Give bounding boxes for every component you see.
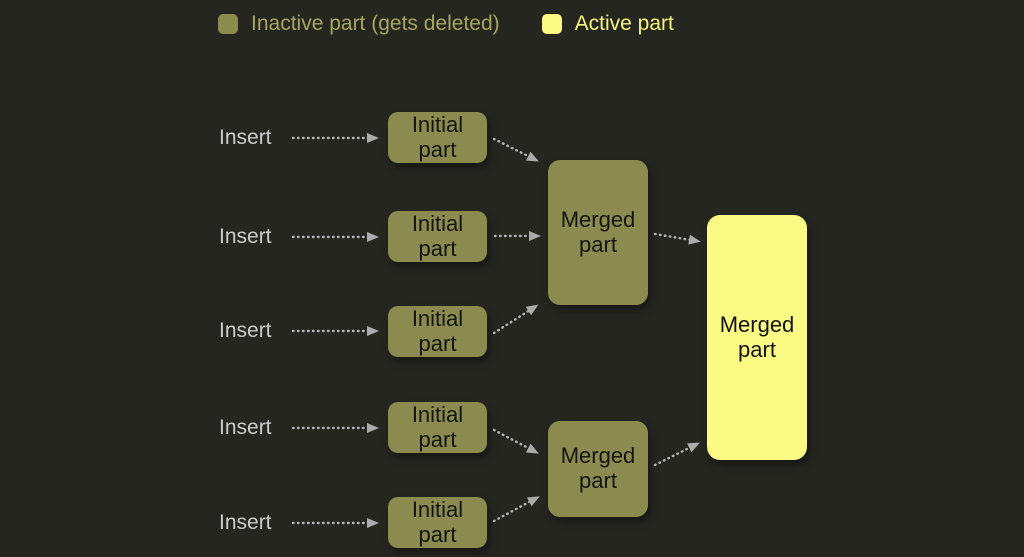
arrow-initial4-to-merged-bottom xyxy=(492,428,539,454)
active-part-swatch-icon xyxy=(541,14,562,34)
insert-label-4: Insert xyxy=(219,416,272,439)
box-label-line: Initial xyxy=(411,401,464,427)
initial-part-box-5: Initial part xyxy=(388,497,487,548)
box-label-line: Initial xyxy=(411,111,464,137)
insert-label-5: Insert xyxy=(219,511,272,534)
merged-part-box-active: Merged part xyxy=(707,215,807,460)
merged-part-box-top: Merged part xyxy=(548,160,648,305)
box-label-line: part xyxy=(579,468,617,493)
initial-part-box-1: Initial part xyxy=(388,112,487,163)
box-label-line: part xyxy=(418,426,457,452)
box-label-line: part xyxy=(579,231,617,257)
arrow-initial3-to-merged-top xyxy=(492,304,539,335)
box-label-line: Merged xyxy=(560,206,636,232)
insert-label-1: Insert xyxy=(219,126,272,149)
initial-part-box-2: Initial part xyxy=(388,211,487,262)
box-label-line: Initial xyxy=(411,305,464,331)
legend-label-active: Active part xyxy=(574,12,674,35)
arrow-merged-top-to-active xyxy=(653,232,701,245)
legend-label-inactive: Inactive part (gets deleted) xyxy=(251,12,500,35)
arrow-initial5-to-merged-bottom xyxy=(492,496,540,523)
legend: Inactive part (gets deleted) Active part xyxy=(218,12,674,36)
box-label-line: Initial xyxy=(411,496,464,522)
merged-part-box-bottom: Merged part xyxy=(548,421,648,517)
inactive-part-swatch-icon xyxy=(218,14,238,34)
insert-label-3: Insert xyxy=(219,319,272,342)
box-label-line: part xyxy=(418,136,457,162)
box-label-line: part xyxy=(418,521,457,547)
box-label-line: Initial xyxy=(411,210,464,236)
arrow-merged-bottom-to-active xyxy=(653,442,700,467)
box-label-line: part xyxy=(418,330,457,356)
legend-item-active: Active part xyxy=(541,12,674,36)
box-label-line: Merged xyxy=(560,443,636,469)
initial-part-box-3: Initial part xyxy=(388,306,487,357)
box-label-line: Merged xyxy=(719,311,795,337)
initial-part-box-4: Initial part xyxy=(388,402,487,453)
arrow-initial1-to-merged-top xyxy=(492,137,539,162)
legend-item-inactive: Inactive part (gets deleted) xyxy=(218,12,500,36)
box-label-line: part xyxy=(738,336,776,362)
insert-label-2: Insert xyxy=(219,225,272,248)
box-label-line: part xyxy=(418,235,457,261)
